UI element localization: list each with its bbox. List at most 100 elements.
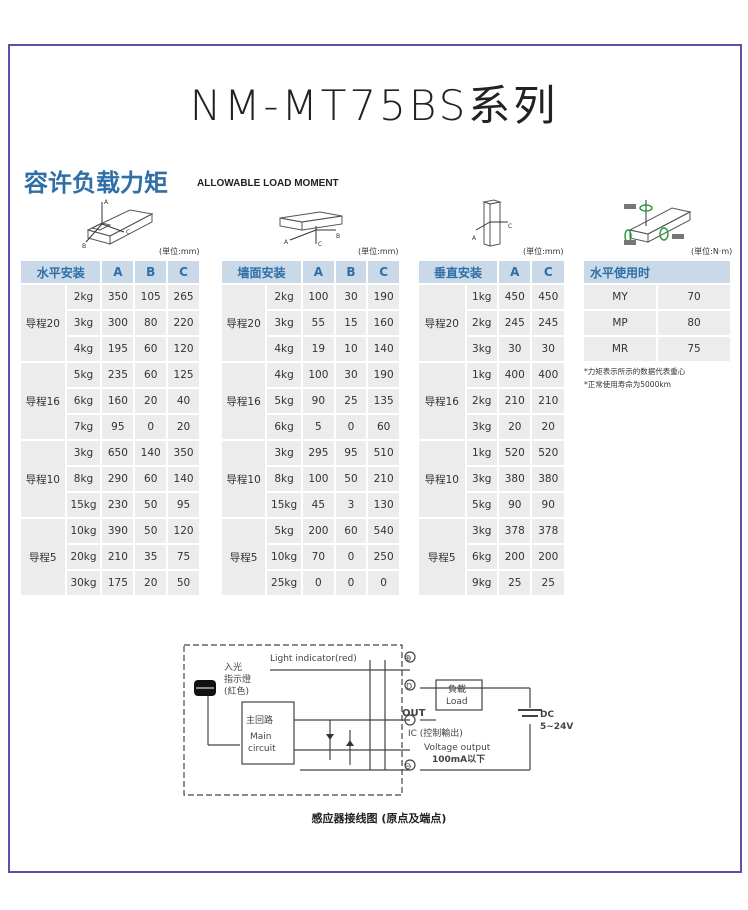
voltage-output-label: Voltage output	[424, 743, 491, 753]
table-cell: 40	[168, 389, 199, 413]
table-cell: 80	[135, 311, 167, 335]
svg-text:C: C	[126, 229, 130, 236]
table-cell: 0	[303, 571, 334, 595]
table-cell: 30	[335, 285, 367, 309]
load-cell: 6kg	[66, 389, 101, 413]
load-cell: 5kg	[267, 389, 301, 413]
load-cell: 5kg	[267, 519, 301, 543]
load-cell: 6kg	[466, 545, 498, 569]
table-cell: 210	[102, 545, 134, 569]
table-cell: 175	[102, 571, 134, 595]
table-cell: 210	[368, 467, 399, 491]
table-cell: 60	[135, 467, 167, 491]
group-label: 导程20	[222, 285, 266, 361]
unit-label-vertical: (単位:mm)	[523, 247, 564, 256]
load-cell: 10kg	[66, 519, 101, 543]
table-cell: 70	[303, 545, 334, 569]
usage-notes: *力矩表示所示的数据代表重心 *正常使用寿命为5000km	[584, 365, 685, 391]
table-cell: 100	[303, 285, 334, 309]
section-subtitle: ALLOWABLE LOAD MOMENT	[197, 178, 339, 189]
table-cell: 235	[102, 363, 134, 387]
col-header: B	[335, 261, 367, 283]
svg-text:A: A	[104, 199, 109, 206]
col-header: A	[102, 261, 134, 283]
table-header-row: 水平安装 A B C	[21, 261, 199, 283]
page-title: NM-MT75BS系列	[189, 81, 559, 130]
table-cell: 45	[303, 493, 334, 517]
table-cell: 390	[102, 519, 134, 543]
table-cell: 19	[303, 337, 334, 361]
group-label: 导程16	[21, 363, 65, 439]
table-cell: 90	[532, 493, 564, 517]
table-cell: 520	[532, 441, 564, 465]
svg-text:A: A	[284, 239, 289, 246]
table-cell: 75	[658, 337, 730, 361]
load-label-1: 負載	[448, 683, 466, 695]
dc-label: DC	[540, 710, 554, 720]
table-cell: 20	[135, 389, 167, 413]
table-cell: 210	[499, 389, 531, 413]
table-cell: 60	[135, 337, 167, 361]
table-cell: 105	[135, 285, 167, 309]
load-cell: 3kg	[66, 441, 101, 465]
load-cell: 9kg	[466, 571, 498, 595]
table-cell: 378	[532, 519, 564, 543]
load-cell: 1kg	[466, 441, 498, 465]
table-cell: MR	[584, 337, 657, 361]
main-circuit-label-1: 主回路	[246, 714, 273, 726]
d-terminal: D	[406, 682, 412, 691]
group-label: 导程10	[21, 441, 65, 517]
load-cell: 2kg	[466, 389, 498, 413]
svg-text:B: B	[336, 233, 340, 240]
light-indicator-label: Light indicator(red)	[270, 654, 357, 664]
table-header-row: 垂直安装 A C	[419, 261, 564, 283]
load-cell: 15kg	[267, 493, 301, 517]
table-cell: 0	[135, 415, 167, 439]
load-cell: 3kg	[466, 467, 498, 491]
table-cell: 265	[168, 285, 199, 309]
table-cell: 510	[368, 441, 399, 465]
table-cell: 140	[368, 337, 399, 361]
col-header: C	[368, 261, 399, 283]
table-row: MP 80	[584, 311, 730, 335]
group-label: 导程5	[21, 519, 65, 595]
load-cell: 10kg	[267, 545, 301, 569]
col-header: C	[532, 261, 564, 283]
note-line: *正常使用寿命为5000km	[584, 380, 671, 389]
load-cell: 3kg	[267, 311, 301, 335]
col-header: A	[303, 261, 334, 283]
table-cell: 50	[168, 571, 199, 595]
table-cell: 90	[499, 493, 531, 517]
table-cell: 400	[499, 363, 531, 387]
group-label: 导程5	[222, 519, 266, 595]
group-label: 导程10	[222, 441, 266, 517]
table-cell: 220	[168, 311, 199, 335]
table-row: MY 70	[584, 285, 730, 309]
table-cell: 120	[168, 519, 199, 543]
table-cell: 75	[168, 545, 199, 569]
load-cell: 3kg	[66, 311, 101, 335]
load-cell: 6kg	[267, 415, 301, 439]
section-title: 容许负载力矩	[24, 169, 168, 197]
table-cell: 210	[532, 389, 564, 413]
table-cell: 520	[499, 441, 531, 465]
table-cell: 190	[368, 285, 399, 309]
group-label: 导程5	[419, 519, 465, 595]
table-cell: 0	[335, 415, 367, 439]
table-cell: 190	[368, 363, 399, 387]
sensor-wiring-diagram: Light indicator(red) 入光 指示燈 (紅色) 主回路 Mai…	[183, 644, 573, 796]
table-cell: 50	[135, 493, 167, 517]
table-cell: 290	[102, 467, 134, 491]
